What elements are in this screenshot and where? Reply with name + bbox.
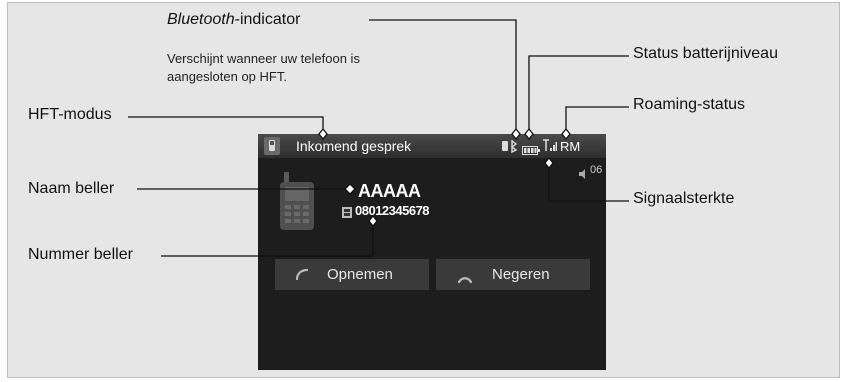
answer-button[interactable]: Opnemen	[275, 259, 429, 290]
phone-screen: Inkomend gesprek RM 06 AAAAA 0801	[258, 134, 606, 370]
handset-graphic-icon	[280, 172, 314, 235]
caller-number-marker	[368, 214, 378, 228]
battery-callout-line	[528, 55, 629, 129]
bluetooth-indicator-label: Bluetooth-indicator	[167, 11, 300, 29]
answer-icon	[295, 268, 309, 286]
signal-callout-line	[548, 168, 629, 202]
caller-number-callout-line	[161, 226, 374, 257]
battery-marker	[524, 127, 534, 141]
answer-button-label: Opnemen	[327, 266, 393, 283]
number-type-icon	[342, 205, 352, 223]
phone-icon	[264, 137, 280, 155]
bluetooth-icon	[502, 139, 518, 158]
hft-mode-label: HFT-modus	[28, 106, 112, 123]
ignore-button[interactable]: Negeren	[436, 259, 590, 290]
battery-status-label: Status batterijniveau	[633, 45, 778, 62]
roaming-callout-line	[565, 106, 629, 129]
bluetooth-desc-line2: aangesloten op HFT.	[167, 69, 287, 84]
bluetooth-desc-line1: Verschijnt wanneer uw telefoon is	[167, 51, 360, 66]
signal-marker	[544, 156, 554, 170]
caller-name-label: Naam beller	[28, 180, 115, 197]
caller-number-label: Nummer beller	[28, 246, 133, 263]
status-title: Inkomend gesprek	[296, 138, 412, 154]
hft-mode-marker	[318, 127, 328, 141]
signal-strength-label: Signaalsterkte	[633, 190, 735, 207]
roaming-status-label: Roaming-status	[633, 96, 746, 113]
ignore-button-label: Negeren	[492, 266, 550, 283]
volume-level: 06	[590, 164, 603, 176]
roaming-indicator: RM	[560, 139, 581, 154]
hft-mode-callout-line	[128, 116, 324, 129]
status-bar: Inkomend gesprek RM	[258, 134, 606, 158]
caller-number: 08012345678	[355, 203, 430, 218]
roaming-marker	[561, 127, 571, 141]
speaker-icon	[578, 166, 588, 184]
bluetooth-marker	[511, 127, 521, 141]
hangup-icon	[457, 271, 473, 289]
bluetooth-callout-line	[369, 19, 517, 129]
bluetooth-description: Verschijnt wanneer uw telefoon is aanges…	[167, 50, 360, 86]
battery-icon	[522, 142, 540, 160]
bluetooth-label-rest: -indicator	[234, 11, 301, 28]
caller-name-marker	[344, 183, 356, 195]
caller-name: AAAAA	[358, 181, 421, 201]
signal-icon	[543, 139, 557, 157]
bluetooth-label-italic: Bluetooth	[167, 11, 235, 28]
